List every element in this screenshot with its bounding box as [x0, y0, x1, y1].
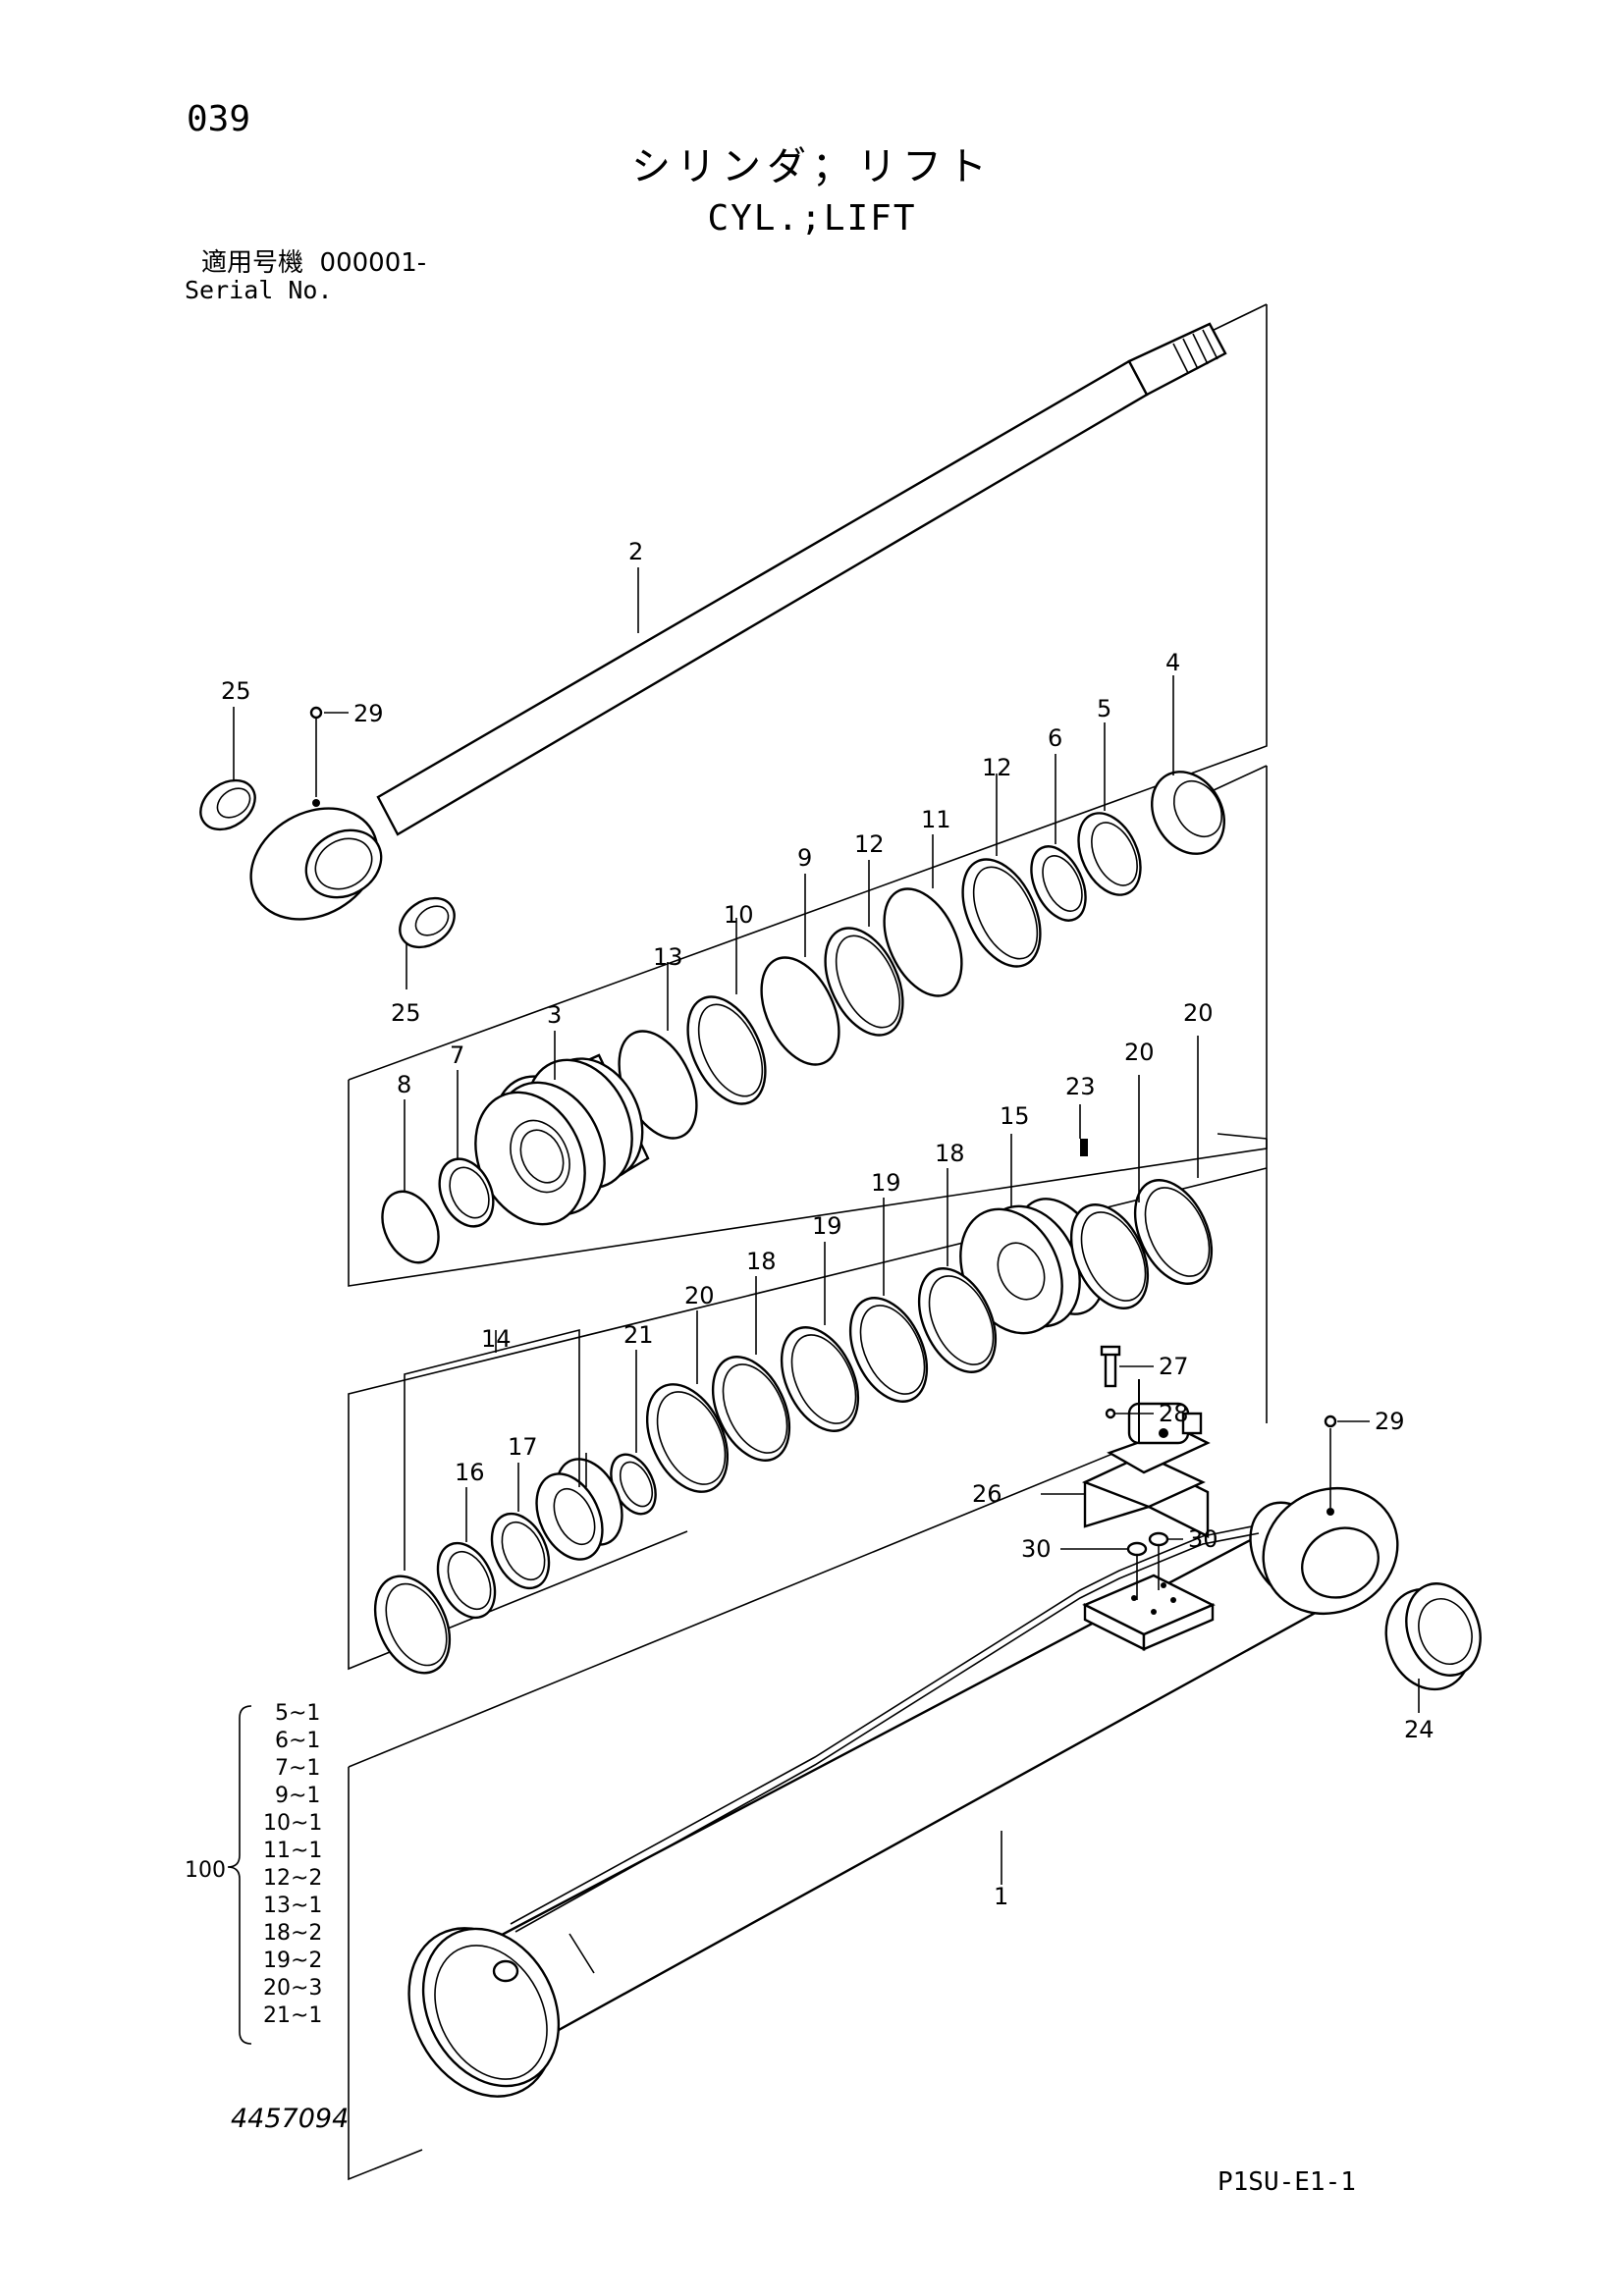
callout-30: 30 [1021, 1535, 1052, 1563]
panel-outlines [348, 303, 1268, 2181]
bushing-24 [1384, 1582, 1482, 1691]
callout-25: 25 [391, 999, 421, 1027]
callout-15: 16 [455, 1459, 485, 1486]
callout-2: 2 [628, 538, 643, 565]
diagram-title-japanese: シリンダ；リフト [631, 144, 993, 189]
piston-rod [249, 322, 1227, 921]
rings-7-8 [381, 1157, 495, 1264]
kit-item: 12~2 [263, 1866, 322, 1891]
cylinder-tube [407, 1486, 1399, 2098]
kit-item: 9~1 [275, 1784, 320, 1808]
callout-13: 13 [653, 943, 683, 971]
page-code: P1SU-E1-1 [1218, 2167, 1356, 2197]
kit-item: 5~1 [275, 1701, 320, 1726]
callout-20: 20 [684, 1282, 715, 1309]
callout-labels: 2 25 29 25 4 5 6 12 11 12 9 10 13 3 7 8 … [221, 538, 1435, 1910]
page-number: 039 [187, 99, 251, 139]
callout-29: 29 [1375, 1408, 1405, 1435]
leader-lines [233, 567, 1420, 1885]
callout-21: 21 [623, 1321, 654, 1349]
callout-23: 23 [1065, 1073, 1096, 1100]
callout-1: 1 [994, 1883, 1008, 1910]
o-rings-30 [1126, 1531, 1169, 1600]
seal-kit-list: 100 5~1 6~1 7~1 9~1 10~1 11~1 12~2 13~1 … [185, 1701, 322, 2045]
kit-number: 100 [185, 1858, 226, 1883]
callout-9: 9 [797, 844, 812, 872]
bushing-25-right [399, 896, 456, 949]
kit-item: 7~1 [275, 1756, 320, 1781]
callout-19: 19 [871, 1169, 901, 1197]
head-cover-3 [474, 1053, 650, 1226]
callout-5: 5 [1097, 695, 1111, 722]
callout-18: 18 [935, 1140, 965, 1167]
serial-label-japanese: 適用号機 [201, 248, 304, 278]
callout-4: 4 [1165, 649, 1180, 676]
grease-fitting-29 [309, 706, 1337, 1428]
callout-6: 6 [1048, 724, 1062, 752]
kit-item: 10~1 [263, 1811, 322, 1836]
callout-14: 14 [481, 1325, 512, 1353]
drawing-number: 4457094 [231, 2104, 350, 2134]
bolt-27 [1100, 1345, 1121, 1388]
callout-25: 25 [221, 677, 251, 705]
callout-30: 30 [1188, 1525, 1218, 1553]
callout-19: 19 [812, 1212, 842, 1240]
mounting-plate [1082, 1574, 1216, 1651]
callout-27: 27 [1159, 1353, 1189, 1380]
kit-item: 13~1 [263, 1894, 322, 1918]
diagram-title-english: CYL.;LIFT [707, 198, 917, 239]
callout-18: 18 [746, 1248, 777, 1275]
serial-range: 適用号機 000001- [201, 250, 426, 276]
callout-11: 11 [921, 806, 951, 833]
kit-item: 11~1 [263, 1839, 322, 1863]
cushion-set-14 [373, 1453, 657, 1675]
callout-16: 17 [508, 1433, 538, 1461]
kit-item: 6~1 [275, 1729, 320, 1753]
callout-8: 8 [397, 1071, 411, 1098]
callout-24: 24 [1404, 1716, 1435, 1743]
kit-item: 19~2 [263, 1949, 322, 1973]
callout-29: 29 [353, 700, 384, 727]
kit-item: 21~1 [263, 2003, 322, 2028]
callout-20: 20 [1183, 999, 1214, 1027]
kit-item: 18~2 [263, 1921, 322, 1946]
valve-block-26 [1081, 1379, 1211, 1538]
serial-label-english: Serial No. [185, 276, 333, 304]
callout-26: 26 [972, 1480, 1002, 1508]
callout-12: 12 [854, 830, 885, 858]
callout-17: 15 [1000, 1102, 1030, 1130]
piston-seal-set [645, 1179, 1214, 1493]
kit-item: 20~3 [263, 1976, 322, 2001]
callout-12: 12 [982, 754, 1012, 781]
callout-3: 3 [547, 1001, 562, 1029]
callout-10: 10 [724, 901, 754, 929]
bushing-25-left [199, 778, 256, 831]
serial-value: 000001- [319, 248, 427, 278]
callout-28: 28 [1159, 1400, 1189, 1427]
callout-7: 7 [450, 1041, 464, 1069]
washer-28 [1105, 1408, 1116, 1419]
callout-20: 20 [1124, 1039, 1155, 1066]
